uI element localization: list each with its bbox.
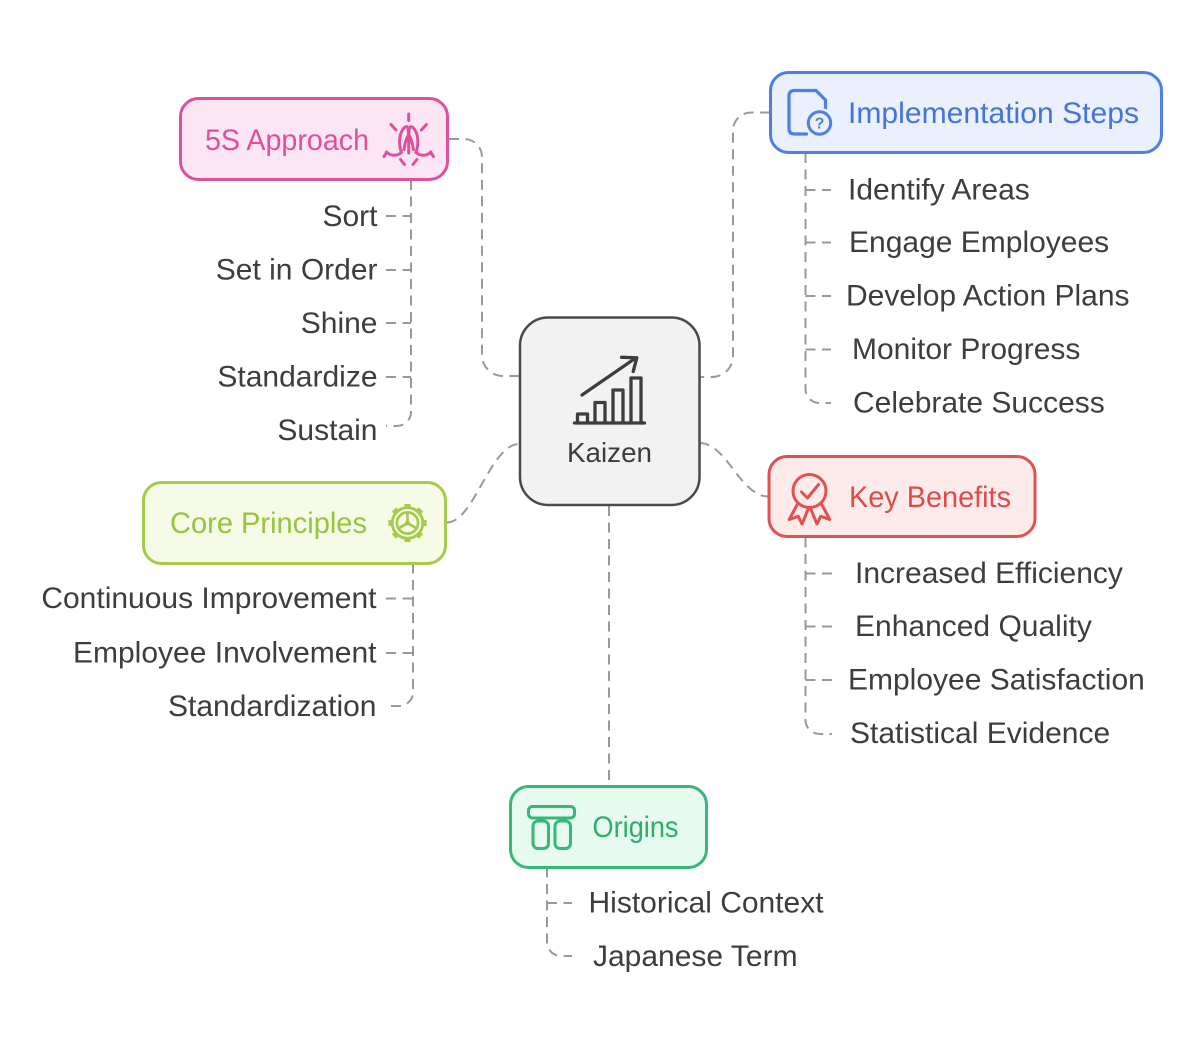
svg-text:Enhanced Quality: Enhanced Quality bbox=[855, 610, 1092, 643]
svg-text:Key Benefits: Key Benefits bbox=[849, 481, 1011, 514]
svg-text:Employee Satisfaction: Employee Satisfaction bbox=[848, 664, 1145, 697]
svg-text:Set in Order: Set in Order bbox=[216, 254, 378, 287]
svg-text:Identify Areas: Identify Areas bbox=[848, 174, 1030, 207]
svg-text:Employee Involvement: Employee Involvement bbox=[73, 637, 377, 670]
svg-text:Standardize: Standardize bbox=[217, 361, 377, 394]
svg-text:Engage Employees: Engage Employees bbox=[849, 226, 1109, 259]
svg-text:Sort: Sort bbox=[322, 200, 378, 233]
svg-text:Historical Context: Historical Context bbox=[589, 887, 825, 920]
svg-text:Standardization: Standardization bbox=[168, 690, 376, 723]
svg-text:Implementation Steps: Implementation Steps bbox=[848, 97, 1139, 130]
svg-text:Statistical Evidence: Statistical Evidence bbox=[850, 717, 1110, 750]
svg-text:Origins: Origins bbox=[593, 811, 679, 844]
svg-text:5S Approach: 5S Approach bbox=[205, 124, 369, 157]
svg-text:Celebrate Success: Celebrate Success bbox=[853, 387, 1105, 420]
svg-text:Continuous Improvement: Continuous Improvement bbox=[41, 582, 377, 615]
svg-text:Sustain: Sustain bbox=[277, 414, 377, 447]
svg-text:Shine: Shine bbox=[301, 307, 378, 340]
svg-text:Japanese Term: Japanese Term bbox=[593, 940, 798, 973]
svg-text:Increased Efficiency: Increased Efficiency bbox=[855, 557, 1123, 590]
svg-text:Monitor Progress: Monitor Progress bbox=[852, 333, 1080, 366]
svg-text:?: ? bbox=[815, 116, 825, 133]
svg-text:Develop Action Plans: Develop Action Plans bbox=[846, 280, 1130, 313]
svg-text:Core Principles: Core Principles bbox=[170, 507, 367, 540]
svg-text:Kaizen: Kaizen bbox=[567, 437, 652, 468]
